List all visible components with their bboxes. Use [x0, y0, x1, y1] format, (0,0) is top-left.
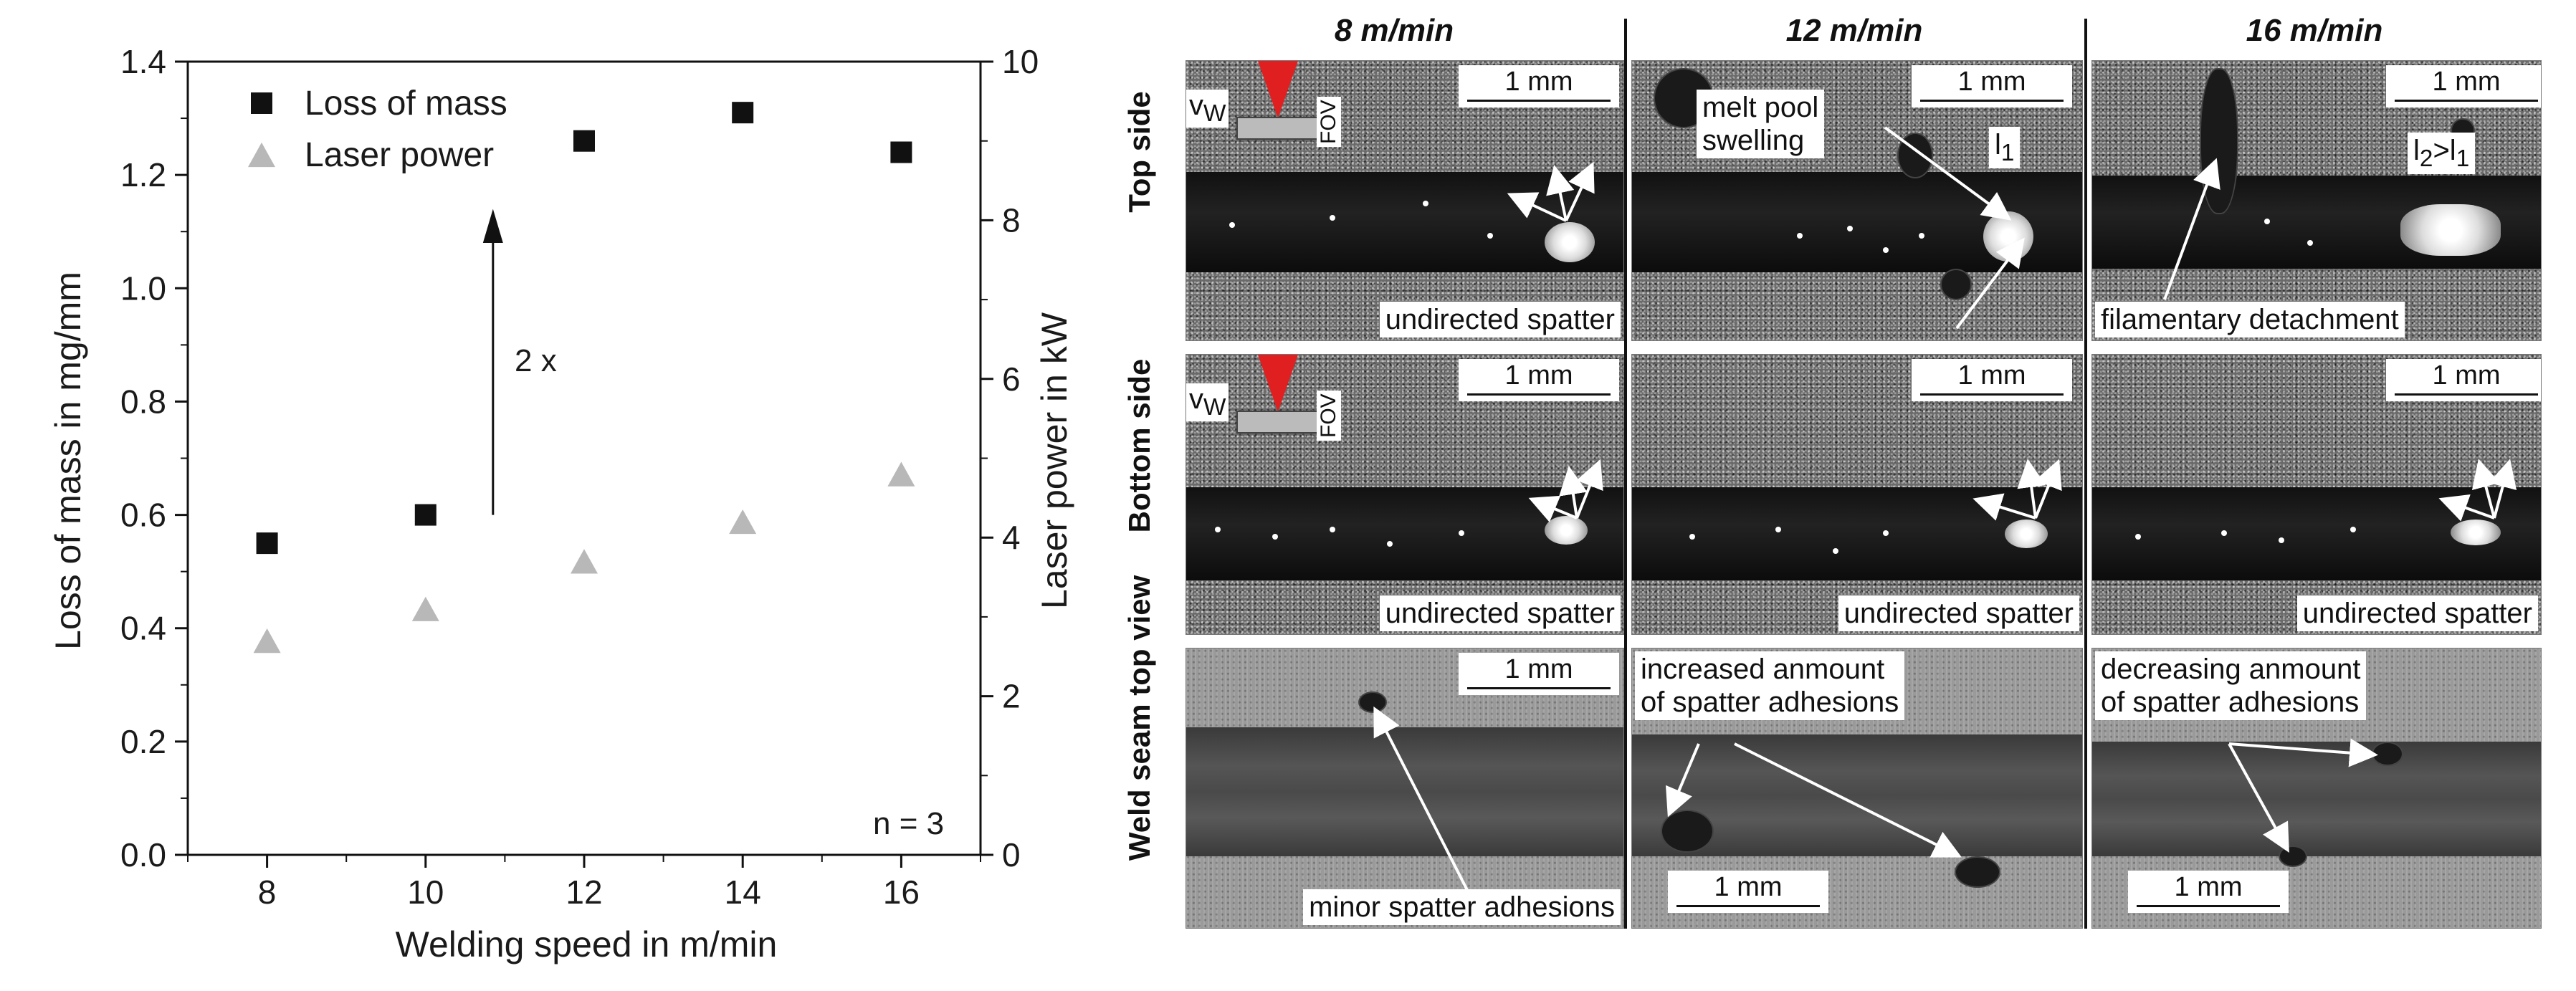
ratio-annotation: 2 x [515, 343, 557, 378]
sample-size-label: n = 3 [873, 806, 944, 841]
scale-bar: 1 mm [2128, 871, 2289, 913]
scale-bar: 1 mm [1668, 871, 1828, 913]
image-panel-grid: 8 m/min 12 m/min 16 m/min Top side Botto… [1122, 13, 2566, 952]
y-left-tick-label: 0.4 [120, 610, 166, 647]
x-tick-label: 12 [566, 873, 602, 911]
column-separator [1624, 19, 1627, 929]
label-undirected-spatter: undirected spatter [1379, 595, 1621, 631]
y-right-tick-label: 10 [1002, 43, 1039, 80]
data-point-loss-of-mass [890, 141, 912, 163]
scale-bar: 1 mm [1912, 65, 2072, 107]
schematic-fov-label: FOV [1317, 391, 1341, 441]
x-tick-label: 14 [725, 873, 761, 911]
label-minor-spatter-adhesions: minor spatter adhesions [1303, 889, 1621, 925]
legend-item-laser-power: Laser power [305, 136, 494, 174]
x-tick-label: 8 [258, 873, 277, 911]
column-separator [2084, 19, 2087, 929]
panel-bottom-16: 1 mm undirected spatter [2091, 354, 2542, 635]
label-undirected-spatter: undirected spatter [1838, 595, 2079, 631]
y-axis-title-right: Laser power in kW [1034, 312, 1074, 609]
panel-bottom-12: 1 mm undirected spatter [1631, 354, 2083, 635]
y-left-tick-label: 1.0 [120, 269, 166, 307]
scale-bar: 1 mm [1459, 65, 1619, 107]
label-undirected-spatter: undirected spatter [1379, 302, 1621, 337]
data-point-laser-power [253, 628, 281, 654]
label-length-l2-gt-l1: l2>l1 [2408, 133, 2476, 175]
panel-top-16: 1 mm l2>l1 filamentary detachment [2091, 60, 2542, 341]
data-point-laser-power [571, 549, 598, 574]
data-point-laser-power [729, 509, 757, 535]
data-point-loss-of-mass [414, 504, 437, 526]
data-point-loss-of-mass [732, 102, 754, 124]
x-tick-label: 10 [407, 873, 444, 911]
panel-top-8: vW FOV 1 mm undirected spatter [1186, 60, 1624, 341]
y-right-tick-label: 8 [1002, 201, 1021, 239]
y-left-tick-label: 0.0 [120, 836, 166, 873]
legend-marker-loss-of-mass [251, 92, 272, 114]
row-header-seam: Weld seam top view [1122, 575, 1156, 861]
label-filamentary-detachment: filamentary detachment [2095, 302, 2405, 337]
column-header-12: 12 m/min [1785, 13, 1923, 48]
scale-bar: 1 mm [2386, 359, 2541, 401]
label-length-l1: l1 [1989, 127, 2021, 169]
panel-bottom-8: vW FOV 1 mm undirected spatter [1186, 354, 1624, 635]
column-header-16: 16 m/min [2246, 13, 2383, 48]
column-header-8: 8 m/min [1334, 13, 1454, 48]
legend-marker-laser-power [248, 142, 275, 168]
schematic-velocity: vW [1186, 90, 1229, 128]
scale-bar: 1 mm [2386, 65, 2541, 107]
y-right-tick-label: 2 [1002, 678, 1021, 715]
data-point-loss-of-mass [573, 130, 595, 152]
plot-frame [186, 60, 982, 856]
y-left-tick-label: 1.4 [120, 43, 166, 80]
scale-bar: 1 mm [1459, 653, 1619, 695]
data-point-laser-power [887, 461, 915, 487]
x-tick-label: 16 [883, 873, 920, 911]
y-left-tick-label: 1.2 [120, 156, 166, 193]
scale-bar: 1 mm [1912, 359, 2072, 401]
y-axis-title-left: Loss of mass in mg/mm [48, 272, 88, 650]
panel-seam-8: 1 mm minor spatter adhesions [1186, 648, 1624, 929]
data-point-laser-power [411, 596, 439, 621]
y-right-tick-label: 0 [1002, 836, 1021, 873]
row-header-top: Top side [1122, 91, 1156, 213]
x-axis-title: Welding speed in m/min [396, 924, 778, 964]
scale-bar: 1 mm [1459, 359, 1619, 401]
label-undirected-spatter: undirected spatter [2296, 595, 2538, 631]
y-left-tick-label: 0.2 [120, 723, 166, 760]
ratio-arrow-head [482, 209, 503, 244]
y-left-tick-label: 0.8 [120, 383, 166, 420]
row-header-bottom: Bottom side [1122, 358, 1156, 533]
schematic-velocity: vW [1186, 383, 1229, 421]
legend-item-loss-of-mass: Loss of mass [305, 85, 507, 123]
y-right-tick-label: 6 [1002, 360, 1021, 398]
scatter-chart: 8 10 12 14 16 0.0 0.2 0.4 0.6 0.8 1.0 1.2 1.4 0 2 4 6 8 10… [48, 43, 1074, 964]
y-left-tick-label: 0.6 [120, 497, 166, 534]
y-right-tick-label: 4 [1002, 519, 1021, 556]
data-point-loss-of-mass [256, 532, 278, 555]
schematic-fov-label: FOV [1317, 97, 1341, 147]
